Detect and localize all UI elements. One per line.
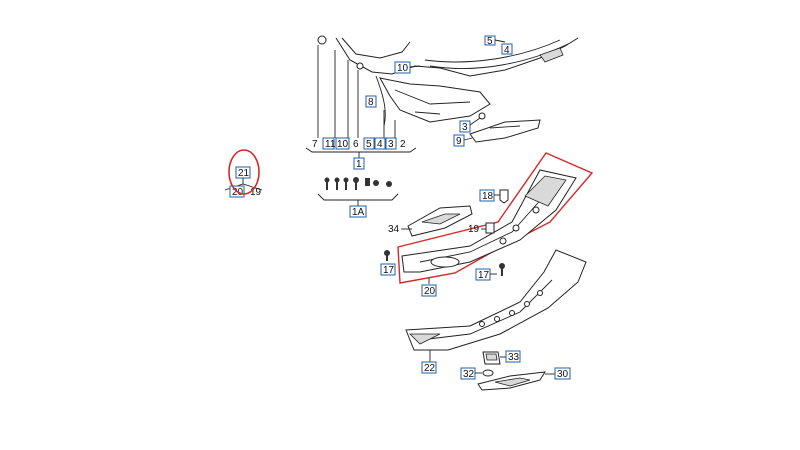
- label-17-left: 17: [383, 265, 395, 276]
- labels-18-19: 18 19: [468, 189, 509, 235]
- bracket-label-10: 10: [337, 139, 349, 150]
- bracket-label-3: 3: [388, 139, 394, 150]
- label-20-main: 20: [424, 286, 436, 297]
- label-1A: 1A: [352, 207, 365, 218]
- label-18: 18: [482, 191, 494, 202]
- lower-diffuser-part-22: 22: [405, 249, 587, 374]
- bracket-label-6: 6: [353, 139, 359, 150]
- label-5-top: 5: [487, 36, 493, 47]
- labels-17: 17 17 20: [380, 250, 505, 297]
- car-rear-body: 5 4: [317, 35, 579, 77]
- bracket-label-2: 2: [400, 139, 406, 150]
- bracket-row-top: 7 11 10 6 5 4 3 2 1: [305, 137, 417, 170]
- part-21-group: 21 20 19: [224, 149, 263, 198]
- highlighted-part-20: [397, 152, 594, 284]
- red-highlight-polygon: [397, 152, 594, 284]
- label-9: 9: [456, 136, 462, 147]
- leader-lines-top: [317, 45, 396, 138]
- label-17-right: 17: [478, 270, 490, 281]
- label-4-top: 4: [504, 45, 510, 56]
- bracket-label-11: 11: [325, 139, 336, 150]
- upper-bumper-cover: 8 10: [365, 61, 491, 127]
- label-21: 21: [238, 168, 250, 179]
- red-highlight-circle: [228, 149, 260, 195]
- reflector-part-9: 9 3: [453, 112, 541, 147]
- bracket-label-1: 1: [356, 159, 362, 170]
- bracket-part-34: 34: [388, 205, 473, 237]
- label-33: 33: [508, 352, 520, 363]
- label-8: 8: [368, 97, 374, 108]
- bracket-label-7: 7: [312, 139, 318, 150]
- label-30: 30: [557, 369, 569, 380]
- label-19-mid: 19: [468, 224, 480, 235]
- label-10: 10: [397, 63, 409, 74]
- label-34: 34: [388, 224, 400, 235]
- label-3: 3: [462, 122, 468, 133]
- bottom-parts: 33 32 30: [460, 350, 571, 391]
- bracket-label-4: 4: [377, 139, 383, 150]
- label-19-small: 19: [250, 187, 262, 198]
- label-22: 22: [424, 363, 436, 374]
- fastener-set-1A: 1A: [317, 177, 399, 218]
- bracket-label-5: 5: [366, 139, 372, 150]
- label-32: 32: [463, 369, 475, 380]
